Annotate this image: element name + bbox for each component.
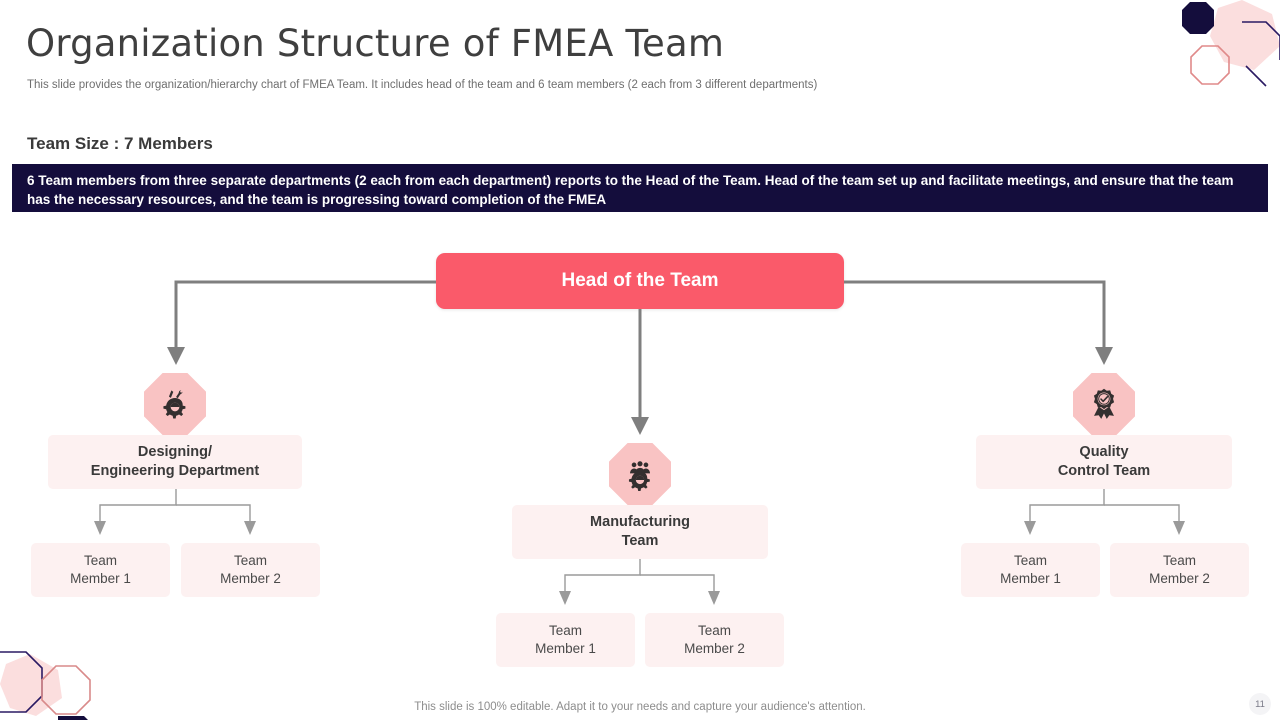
member-label-line2: Member 1 — [1000, 571, 1061, 586]
decorative-shapes-top-right — [1182, 0, 1280, 87]
org-chart: Head of the Team Designing/ Engineering … — [0, 225, 1280, 685]
member-label-line1: Team — [697, 623, 731, 638]
team-member-box[interactable]: Team Member 2 — [645, 613, 784, 667]
team-member-box[interactable]: Team Member 1 — [31, 543, 170, 597]
member-label-line1: Team — [548, 623, 582, 638]
department-node-manufacturing[interactable]: Manufacturing Team — [512, 505, 768, 559]
department-label-line1: Manufacturing — [590, 514, 690, 530]
member-label-line1: Team — [83, 553, 117, 568]
member-label-line2: Member 2 — [684, 641, 745, 656]
team-gear-icon — [609, 443, 671, 505]
department-label-line1: Quality — [1079, 444, 1129, 460]
team-member-box[interactable]: Team Member 1 — [496, 613, 635, 667]
description-banner: 6 Team members from three separate depar… — [12, 164, 1268, 212]
department-label-line2: Team — [621, 533, 659, 549]
department-label-line2: Control Team — [1057, 463, 1151, 479]
connector-lines — [94, 280, 1185, 605]
team-member-box[interactable]: Team Member 2 — [181, 543, 320, 597]
member-label-line2: Member 1 — [535, 641, 596, 656]
department-label-line1: Designing/ — [137, 444, 213, 460]
department-node-quality[interactable]: Quality Control Team — [976, 435, 1232, 489]
page-number: 11 — [1249, 693, 1271, 715]
gear-tools-icon — [144, 373, 206, 435]
page-title: Organization Structure of FMEA Team — [26, 22, 725, 65]
department-node-designing[interactable]: Designing/ Engineering Department — [48, 435, 302, 489]
member-label-line2: Member 2 — [1149, 571, 1210, 586]
team-member-box[interactable]: Team Member 1 — [961, 543, 1100, 597]
team-member-box[interactable]: Team Member 2 — [1110, 543, 1249, 597]
member-label-line1: Team — [1162, 553, 1196, 568]
page-subtitle: This slide provides the organization/hie… — [27, 79, 818, 91]
head-of-team-node[interactable]: Head of the Team — [436, 253, 844, 309]
team-size-label: Team Size : 7 Members — [27, 134, 213, 153]
member-label-line2: Member 1 — [70, 571, 131, 586]
department-label-line2: Engineering Department — [90, 463, 260, 479]
footer-note: This slide is 100% editable. Adapt it to… — [414, 701, 866, 713]
member-label-line1: Team — [233, 553, 267, 568]
member-label-line2: Member 2 — [220, 571, 281, 586]
head-of-team-label: Head of the Team — [561, 270, 719, 291]
quality-badge-icon — [1073, 373, 1135, 435]
member-label-line1: Team — [1013, 553, 1047, 568]
